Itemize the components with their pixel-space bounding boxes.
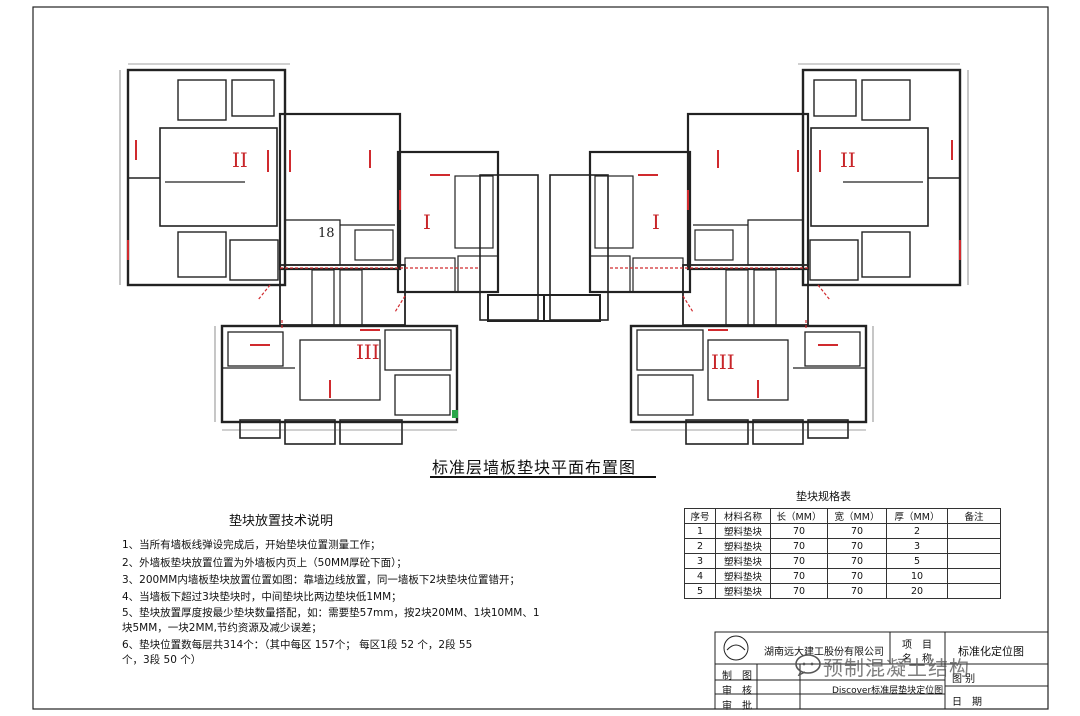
drawing-name: 标准化定位图: [958, 645, 1024, 658]
project-label: 项 目: [902, 640, 932, 651]
cell: 70: [770, 553, 828, 569]
spec-table-title: 垫块规格表: [796, 490, 851, 503]
watermark-text: 预制混凝土结构: [823, 656, 970, 680]
cell: 1: [684, 523, 716, 539]
zone-label-i-right: I: [652, 210, 660, 234]
cell: 70: [827, 568, 887, 584]
col-header: 材料名称: [715, 508, 771, 524]
cell: 2: [886, 523, 948, 539]
cell: 塑料垫块: [715, 538, 771, 554]
zone-label-ii-right: II: [840, 148, 856, 172]
zone-label-ii-left: II: [232, 148, 248, 172]
cell: 10: [886, 568, 948, 584]
chat-bubble-icon: [795, 654, 821, 676]
col-header: 宽（MM）: [827, 508, 887, 524]
cell: [947, 538, 1001, 554]
note-line: 2、外墙板垫块放置位置为外墙板内页上（50MM厚砼下面）；: [122, 557, 407, 569]
room-label: 18: [318, 226, 335, 241]
note-line: 3、200MM内墙板垫块放置位置如图：靠墙边线放置，同一墙板下2块垫块位置错开；: [122, 574, 521, 586]
note-line: 5、垫块放置厚度按最少垫块数量搭配，如：需要垫57mm，按2块20MM、1块10…: [122, 607, 540, 619]
cell: 20: [886, 583, 948, 599]
cell: 3: [886, 538, 948, 554]
cell: 70: [770, 538, 828, 554]
checked-by-label: 审 核: [722, 686, 752, 697]
table-header-row: 序号 材料名称 长（MM） 宽（MM） 厚（MM） 备注: [684, 508, 1001, 524]
table-row: 5 塑料垫块 70 70 20: [684, 583, 1001, 599]
note-line: 个，3段 50 个）: [122, 654, 202, 666]
cell: 2: [684, 538, 716, 554]
cell: [947, 523, 1001, 539]
title-block-grid: [714, 631, 1049, 710]
drawing-title-underline: [430, 476, 656, 478]
note-line: 4、当墙板下超过3块垫块时，中间垫块比两边垫块低1MM；: [122, 591, 402, 603]
cell: [947, 583, 1001, 599]
col-header: 厚（MM）: [886, 508, 948, 524]
green-marker: [452, 410, 458, 418]
company-logo: [723, 635, 749, 661]
cell: 塑料垫块: [715, 523, 771, 539]
cell: 塑料垫块: [715, 583, 771, 599]
cell: 70: [770, 523, 828, 539]
col-header: 序号: [684, 508, 716, 524]
table-row: 3 塑料垫块 70 70 5: [684, 553, 1001, 569]
cell: 70: [827, 538, 887, 554]
left-wing-plan: [119, 63, 545, 445]
cell: 塑料垫块: [715, 568, 771, 584]
cell: 5: [886, 553, 948, 569]
cell: 3: [684, 553, 716, 569]
cell: 70: [827, 583, 887, 599]
cell: 70: [827, 523, 887, 539]
spec-table: 序号 材料名称 长（MM） 宽（MM） 厚（MM） 备注 1 塑料垫块 70 7…: [684, 508, 1001, 599]
zone-label-iii-right: III: [711, 350, 735, 374]
file-name: Discover标准层垫块定位图: [832, 686, 944, 696]
cell: 塑料垫块: [715, 553, 771, 569]
cell: 70: [827, 553, 887, 569]
notes-title: 垫块放置技术说明: [229, 514, 334, 529]
cell: 4: [684, 568, 716, 584]
date-label: 日 期: [952, 697, 982, 708]
drawing-title: 标准层墙板垫块平面布置图: [432, 458, 637, 477]
name-label: 名 称: [902, 654, 932, 665]
note-line: 1、当所有墙板线弹设完成后，开始垫块位置测量工作；: [122, 539, 381, 551]
note-line: 6、垫块位置数每层共314个：（其中每区 157个； 每区1段 52 个，2段 …: [122, 639, 473, 651]
table-row: 4 塑料垫块 70 70 10: [684, 568, 1001, 584]
drawn-by-label: 制 图: [722, 671, 752, 682]
sheet-border: [32, 6, 1049, 710]
approved-by-label: 审 批: [722, 701, 752, 712]
cell: 5: [684, 583, 716, 599]
right-wing-plan: [543, 63, 969, 445]
note-line: 块5MM，一块2MM,节约资源及减少误差；: [122, 622, 322, 634]
cell: [947, 553, 1001, 569]
cell: 70: [770, 583, 828, 599]
col-header: 长（MM）: [770, 508, 828, 524]
table-row: 2 塑料垫块 70 70 3: [684, 538, 1001, 554]
zone-label-iii-left: III: [356, 340, 380, 364]
zone-label-i-left: I: [423, 210, 431, 234]
company-name: 湖南远大建工股份有限公司: [764, 647, 884, 658]
cell: [947, 568, 1001, 584]
cell: 70: [770, 568, 828, 584]
col-header: 备注: [947, 508, 1001, 524]
scale-label: 图 别: [952, 674, 976, 685]
table-row: 1 塑料垫块 70 70 2: [684, 523, 1001, 539]
